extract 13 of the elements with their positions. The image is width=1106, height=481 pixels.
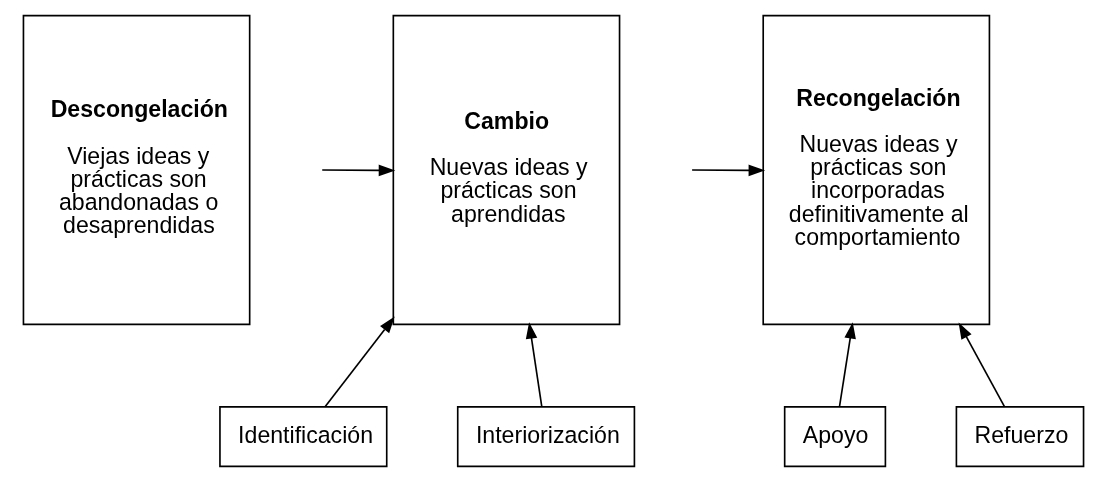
arrow <box>690 164 765 176</box>
arrow <box>323 316 395 408</box>
node-box: Apoyo <box>783 405 886 467</box>
node-box: Identificación <box>218 405 388 467</box>
node-box: Descongelación Viejas ideas y prácticas son abandonadas o desaprendidas <box>22 14 250 325</box>
arrow <box>525 321 543 408</box>
node-box: Interiorización <box>456 405 635 467</box>
arrow <box>320 164 395 176</box>
arrow <box>958 321 1005 408</box>
node-box: Recongelación Nuevas ideas y prácticas son incorporadas definitivamente al comportamiento <box>761 14 990 325</box>
node-box: Cambio Nuevas ideas y prácticas son aprendidas <box>392 14 620 325</box>
node-box: Refuerzo <box>955 405 1084 467</box>
arrow <box>838 321 856 408</box>
